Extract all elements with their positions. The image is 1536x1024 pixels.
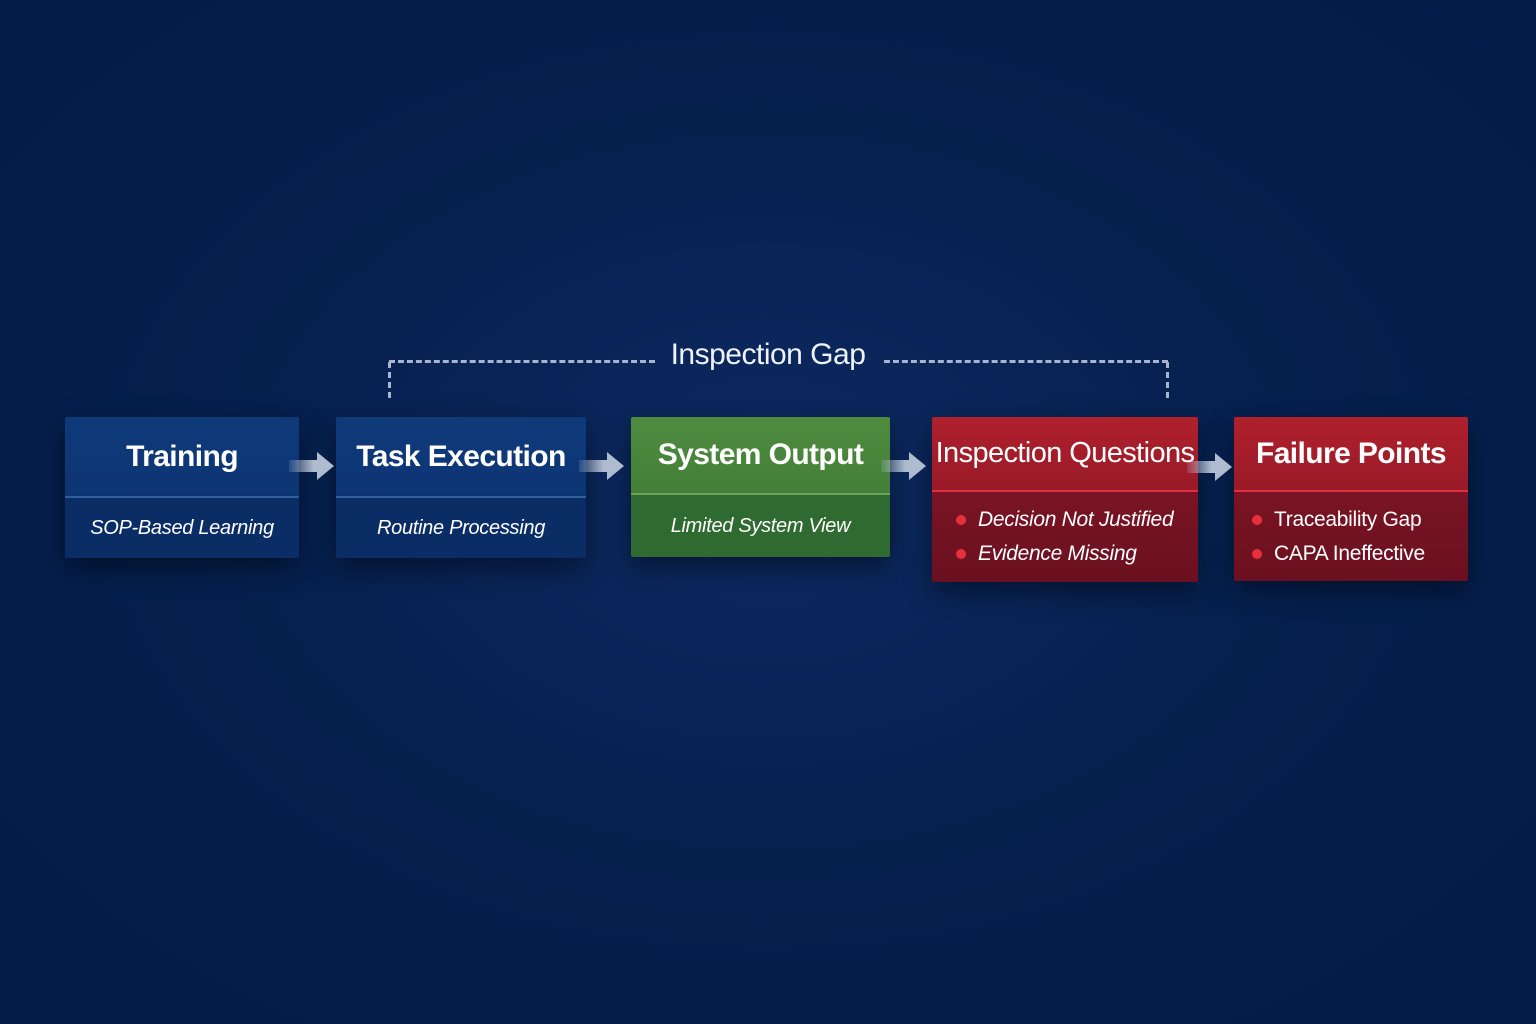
- bullet-item: Decision Not Justified: [956, 508, 1174, 532]
- bullet-item: CAPA Ineffective: [1252, 542, 1425, 566]
- gap-bracket-left-line: [389, 360, 655, 363]
- stage-training: Training SOP-Based Learning: [65, 417, 299, 558]
- stage-failure-points: Failure Points Traceability Gap CAPA Ine…: [1234, 417, 1468, 581]
- bullet-item: Traceability Gap: [1252, 507, 1422, 532]
- bullet-item: Evidence Missing: [956, 542, 1137, 566]
- stage-title: System Output: [631, 417, 890, 495]
- stage-task-execution: Task Execution Routine Processing: [336, 417, 586, 558]
- stage-title: Failure Points: [1234, 417, 1468, 492]
- bullet-text: Decision Not Justified: [978, 508, 1174, 531]
- bullet-dot-icon: [956, 515, 966, 525]
- arrow-right-icon: [1187, 453, 1232, 481]
- stage-system-output: System Output Limited System View: [631, 417, 890, 557]
- stage-inspection-questions: Inspection Questions Decision Not Justif…: [932, 417, 1198, 582]
- stage-subtitle: Routine Processing: [336, 498, 586, 558]
- gap-bracket-right-line: [884, 360, 1168, 363]
- bullet-text: Evidence Missing: [978, 542, 1137, 565]
- gap-bracket-right-tick: [1166, 362, 1169, 398]
- bullet-dot-icon: [956, 549, 966, 559]
- arrow-right-icon: [289, 452, 334, 480]
- stage-title: Task Execution: [336, 417, 586, 498]
- bullet-text: CAPA Ineffective: [1274, 541, 1425, 565]
- bullet-dot-icon: [1252, 514, 1262, 525]
- arrow-right-icon: [881, 452, 926, 480]
- gap-bracket-left-tick: [388, 362, 391, 398]
- stage-subtitle: SOP-Based Learning: [65, 498, 299, 558]
- bullet-dot-icon: [1252, 548, 1262, 559]
- bullet-text: Traceability Gap: [1274, 507, 1422, 531]
- stage-bullets: Traceability Gap CAPA Ineffective: [1234, 492, 1468, 581]
- stage-title: Training: [65, 417, 299, 498]
- stage-subtitle: Limited System View: [631, 495, 890, 557]
- inspection-gap-label: Inspection Gap: [670, 338, 866, 371]
- stage-bullets: Decision Not Justified Evidence Missing: [932, 492, 1198, 582]
- arrow-right-icon: [579, 452, 624, 480]
- stage-title: Inspection Questions: [932, 417, 1198, 492]
